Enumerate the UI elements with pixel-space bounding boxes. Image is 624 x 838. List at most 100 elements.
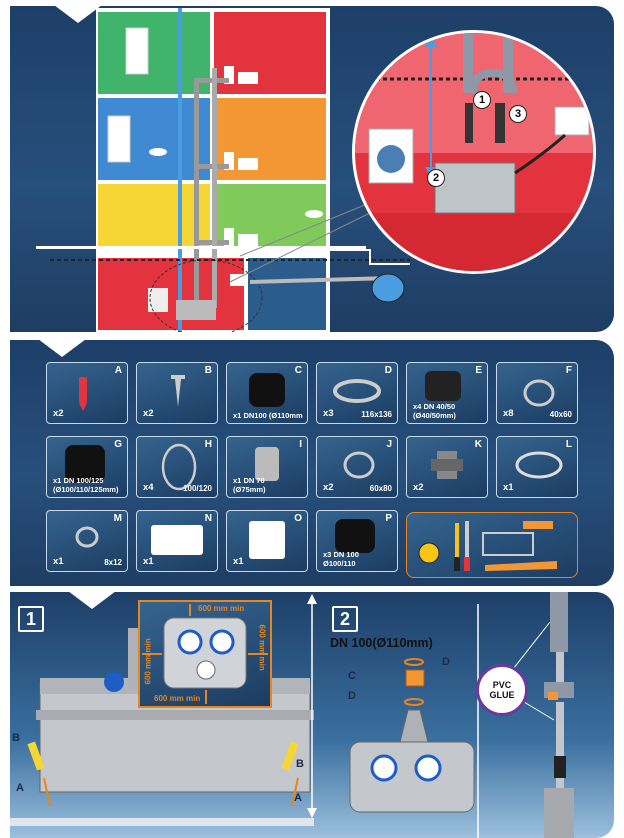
sewer-lines [50, 201, 410, 303]
kit-item-p-icon [335, 519, 375, 553]
kit-item-qty: x8 [503, 408, 514, 419]
pvc-glue-label-1: PVC [492, 680, 512, 690]
panel-notch [54, 6, 102, 23]
room-green [98, 12, 210, 94]
kit-item-size: DN 100 Ø100/110 [323, 550, 359, 568]
kit-item-letter: F [565, 365, 572, 376]
callout-2: 2 [427, 169, 445, 187]
house-plumbing [107, 8, 323, 332]
kit-item-l-icon [515, 451, 563, 479]
kit-item-letter: J [386, 439, 392, 450]
kit-item-size: 8x12 [104, 558, 122, 567]
kit-item-letter: B [204, 365, 212, 376]
kit-item-e-icon [425, 371, 461, 401]
room-basement [98, 258, 244, 330]
kit-item-qty-spec: x1 DN100 (Ø110mm [233, 410, 303, 421]
kit-item-qty: x3 [323, 550, 332, 559]
steps-panel: 1 600 mm min 600 mm min 600 mm min 600 m… [10, 592, 614, 838]
kit-item-letter: O [294, 513, 302, 524]
kit-item-size: 116x136 [361, 410, 392, 419]
kit-item-size: 60x80 [369, 484, 392, 493]
kit-item-size: DN 40/50 (Ø40/50mm) [413, 402, 456, 420]
clearance-right-label: 600 mm min [257, 624, 267, 671]
step-2-label-c: C [348, 670, 356, 682]
step-1-label-a-left: A [16, 782, 24, 794]
clearance-left-label: 600 mm min [143, 638, 153, 685]
kit-item-o-icon [249, 521, 285, 559]
kit-item-qty-spec: x4 DN 40/50 (Ø40/50mm) [413, 402, 456, 420]
callout-3: 3 [509, 105, 527, 123]
kit-item-qty: x2 [143, 408, 154, 419]
detail-floor [355, 213, 593, 271]
kit-item-qty: x2 [53, 408, 64, 419]
kit-item-letter: H [204, 439, 212, 450]
tools-icons [418, 521, 557, 571]
kit-item-a-icon [79, 377, 87, 411]
kit-item-size: DN 70 (Ø75mm) [233, 476, 266, 494]
kit-item-letter: I [299, 439, 302, 450]
overview-panel: 1 2 3 [10, 6, 614, 332]
kit-item-letter: N [204, 513, 212, 524]
clearance-top-label: 600 mm min [198, 604, 245, 613]
kit-item-h-icon [161, 443, 197, 491]
kit-item-letter: K [474, 439, 482, 450]
kit-item-j-icon [343, 451, 375, 479]
kit-item-n-icon [151, 525, 203, 555]
kit-item-qty: x1 [503, 482, 514, 493]
step-1-label-a-right: A [294, 792, 302, 804]
clearance-topview [142, 604, 268, 704]
kit-item-letter: D [384, 365, 392, 376]
kit-item-qty: x2 [323, 482, 334, 493]
kit-item-size: DN 100/125 (Ø100/110/125mm) [53, 476, 119, 494]
step-1-label-b-left: B [12, 732, 20, 744]
kit-item-i-icon [255, 447, 279, 481]
callout-1: 1 [473, 91, 491, 109]
kit-item-size: DN100 (Ø110mm [243, 410, 303, 420]
kit-item-qty: x1 [143, 556, 154, 567]
pvc-glue-label-2: GLUE [489, 690, 515, 700]
room-yellow [98, 184, 210, 246]
kit-item-qty: x1 [233, 476, 242, 485]
kit-item-qty: x1 [233, 556, 244, 567]
clearance-bottom-label: 600 mm min [154, 694, 201, 703]
step-2-label-d-bottom: D [348, 690, 356, 702]
clearance-box: 600 mm min 600 mm min 600 mm min 600 mm … [138, 600, 272, 708]
step-2-title: DN 100(Ø110mm) [330, 636, 433, 650]
tools-tile [406, 512, 578, 578]
kit-item-size: 100/120 [183, 484, 212, 493]
kit-item-letter: C [294, 365, 302, 376]
kit-item-qty: x1 [53, 556, 64, 567]
kit-item-letter: G [114, 439, 122, 450]
detail-drawing [355, 33, 593, 214]
kit-item-qty: x1 [233, 410, 242, 420]
kit-item-qty-spec: x3 DN 100 Ø100/110 [323, 550, 359, 568]
room-basement-blue [248, 258, 326, 330]
kit-item-qty: x4 [413, 402, 422, 411]
kit-item-f-icon [523, 379, 555, 407]
kit-item-qty-spec: x1 DN 70 (Ø75mm) [233, 476, 266, 494]
panel-notch [68, 592, 116, 609]
detail-magnifier: 1 2 3 [352, 30, 596, 274]
house-illustration [96, 8, 330, 332]
kit-item-qty: x1 [53, 476, 62, 485]
kit-item-c-icon [249, 373, 285, 407]
kit-item-m-icon [75, 526, 99, 548]
kit-item-k-icon [431, 451, 463, 479]
kit-item-g-icon [65, 445, 105, 483]
step-1-label-b-right: B [296, 758, 304, 770]
kit-item-letter: A [114, 365, 122, 376]
step-2-drawing [349, 592, 574, 838]
